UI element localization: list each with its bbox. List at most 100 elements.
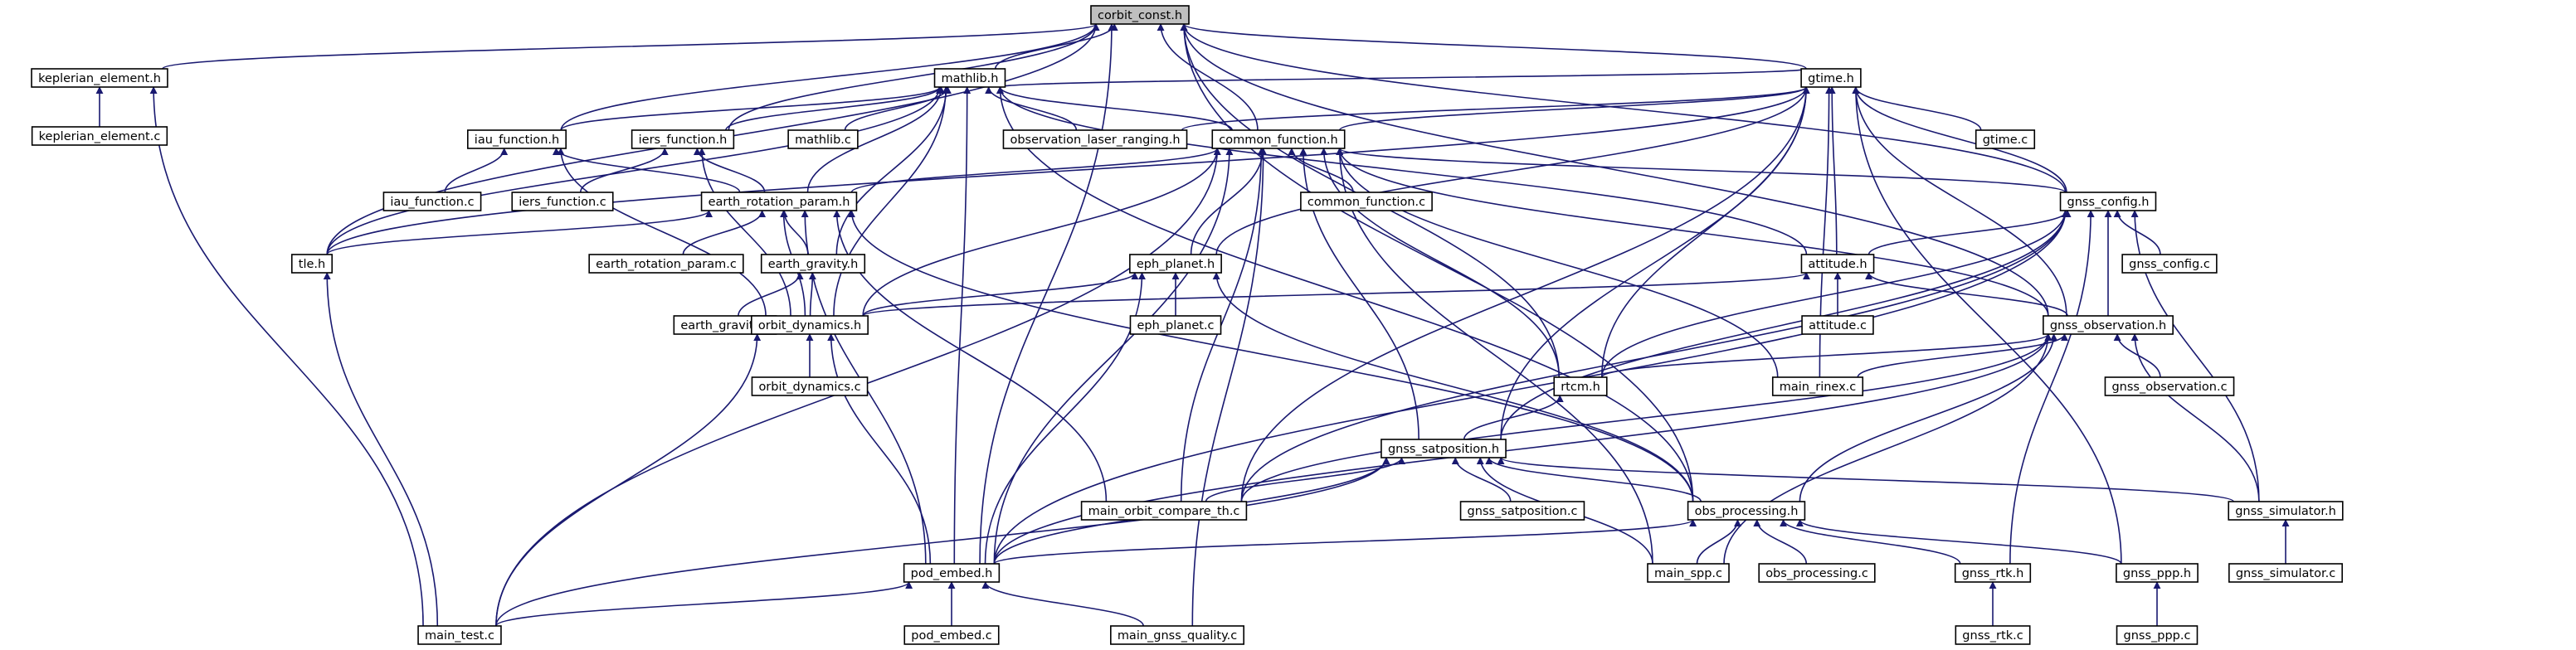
node-pod-embed-c[interactable]: pod_embed.c (903, 625, 1000, 645)
node-iers-function-c[interactable]: iers_function.c (511, 192, 614, 211)
edge-path (2130, 333, 2260, 502)
node-common-function-c[interactable]: common_function.c (1300, 192, 1433, 211)
node-gnss-observation-c[interactable]: gnss_observation.c (2104, 376, 2235, 396)
node-label: common_function.c (1307, 196, 1425, 209)
node-label: gnss_observation.h (2050, 319, 2166, 332)
node-iau-function-c[interactable]: iau_function.c (382, 192, 482, 211)
edge-earth-gravity-c-to-earth-gravity-h (738, 272, 804, 317)
node-mathlib-h[interactable]: mathlib.h (933, 68, 1006, 88)
node-keplerian-element-h[interactable]: keplerian_element.h (31, 68, 168, 88)
node-main-orbit-compare-th-c[interactable]: main_orbit_compare_th.c (1080, 501, 1248, 521)
node-label: corbit_const.h (1098, 9, 1182, 22)
node-box (1300, 192, 1433, 211)
node-box (751, 315, 869, 335)
edge-path (1320, 148, 1561, 378)
node-box (2228, 501, 2344, 521)
edge-path (1180, 23, 1807, 70)
node-label: main_orbit_compare_th.c (1088, 505, 1240, 518)
node-main-rinex-c[interactable]: main_rinex.c (1771, 376, 1864, 396)
node-main-spp-c[interactable]: main_spp.c (1647, 563, 1730, 583)
node-eph-planet-h[interactable]: eph_planet.h (1129, 254, 1222, 274)
node-obs-processing-c[interactable]: obs_processing.c (1758, 563, 1876, 583)
node-common-function-h[interactable]: common_function.h (1211, 129, 1346, 149)
edge-common-function-h-to-mathlib-h (996, 86, 1233, 131)
node-keplerian-element-c[interactable]: keplerian_element.c (31, 126, 168, 146)
node-gnss-simulator-c[interactable]: gnss_simulator.c (2228, 563, 2343, 583)
node-gnss-satposition-h[interactable]: gnss_satposition.h (1381, 439, 1507, 458)
edge-tle-h-to-gtime-h (326, 86, 1810, 255)
node-rtcm-h[interactable]: rtcm.h (1553, 376, 1608, 396)
edge-earth-rotation-param-c-to-earth-rotation-param-h (682, 210, 767, 255)
node-box (1954, 563, 2032, 583)
node-label: earth_rotation_param.c (596, 258, 737, 271)
edge-gtime-h-to-mathlib-h (996, 68, 1807, 88)
node-label: earth_rotation_param.h (709, 196, 850, 209)
node-box (1211, 129, 1346, 149)
edge-orbit-dynamics-h-to-common-function-h (862, 148, 1221, 317)
edge-iau-function-c-to-iau-function-h (444, 148, 509, 193)
edge-pod-embed-h-to-mathlib-h (953, 86, 971, 565)
node-gtime-h[interactable]: gtime.h (1800, 68, 1862, 88)
node-label: earth_gravity.c (680, 319, 769, 332)
node-gnss-satposition-c[interactable]: gnss_satposition.c (1459, 501, 1585, 521)
node-label: eph_planet.c (1137, 319, 1214, 332)
edge-path (1288, 148, 1354, 193)
edge-gnss-observation-h-to-attitude-h (1865, 272, 2068, 317)
edge-path (1205, 457, 1405, 502)
edge-path (862, 148, 1221, 317)
edge-obs-processing-h-to-earth-rotation-param-h (847, 210, 1694, 502)
node-gnss-observation-h[interactable]: gnss_observation.h (2043, 315, 2174, 335)
edge-main-rinex-c-to-common-function-h (1336, 148, 1779, 378)
edge-path (1191, 148, 1268, 627)
edge-pod-embed-h-to-corbit-const-h (979, 23, 1116, 565)
node-gtime-c[interactable]: gtime.c (1975, 129, 2036, 149)
edge-path (579, 148, 669, 193)
node-box (1129, 254, 1222, 274)
node-gnss-config-c[interactable]: gnss_config.c (2121, 254, 2218, 274)
edge-gnss-rtk-h-to-obs-processing-h (1780, 519, 1961, 565)
node-mathlib-c[interactable]: mathlib.c (787, 129, 859, 149)
node-label: main_gnss_quality.c (1118, 629, 1237, 643)
node-gnss-ppp-h[interactable]: gnss_ppp.h (2116, 563, 2199, 583)
node-label: main_rinex.c (1780, 381, 1857, 394)
edge-gtime-h-to-corbit-const-h (1180, 23, 1807, 70)
edge-path (495, 581, 913, 627)
node-earth-rotation-param-c[interactable]: earth_rotation_param.c (588, 254, 744, 274)
node-box (751, 376, 869, 396)
node-label: keplerian_element.c (39, 130, 161, 143)
node-box (511, 192, 614, 211)
edge-path (1338, 86, 1810, 131)
edge-path (682, 210, 767, 255)
edge-path (560, 23, 1100, 131)
node-orbit-dynamics-h[interactable]: orbit_dynamics.h (751, 315, 869, 335)
node-earth-gravity-h[interactable]: earth_gravity.h (760, 254, 866, 274)
edge-pod-embed-h-to-common-function-h (993, 148, 1234, 565)
node-gnss-rtk-c[interactable]: gnss_rtk.c (1955, 625, 2031, 645)
node-attitude-c[interactable]: attitude.c (1801, 315, 1874, 335)
edge-path (1240, 86, 1810, 502)
node-pod-embed-h[interactable]: pod_embed.h (903, 563, 1001, 583)
node-iers-function-h[interactable]: iers_function.h (631, 129, 735, 149)
node-gnss-ppp-c[interactable]: gnss_ppp.c (2116, 625, 2199, 645)
node-eph-planet-c[interactable]: eph_planet.c (1129, 315, 1222, 335)
edge-path (1723, 333, 2053, 565)
node-box (760, 254, 866, 274)
edge-path (1857, 333, 2068, 378)
node-iau-function-h[interactable]: iau_function.h (467, 129, 567, 149)
node-obs-processing-h[interactable]: obs_processing.h (1687, 501, 1806, 521)
node-gnss-rtk-h[interactable]: gnss_rtk.h (1954, 563, 2032, 583)
node-observation-laser-ranging-h[interactable]: observation_laser_ranging.h (1002, 129, 1188, 149)
node-box (2228, 563, 2343, 583)
node-main-gnss-quality-c[interactable]: main_gnss_quality.c (1110, 625, 1244, 645)
node-gnss-config-h[interactable]: gnss_config.h (2059, 192, 2157, 211)
node-orbit-dynamics-c[interactable]: orbit_dynamics.c (751, 376, 869, 396)
node-attitude-h[interactable]: attitude.h (1800, 254, 1875, 274)
edge-path (835, 86, 951, 255)
node-tle-h[interactable]: tle.h (290, 254, 334, 274)
node-earth-rotation-param-h[interactable]: earth_rotation_param.h (700, 192, 858, 211)
edge-orbit-dynamics-h-to-eph-planet-h (862, 272, 1139, 317)
node-gnss-simulator-h[interactable]: gnss_simulator.h (2228, 501, 2344, 521)
node-main-test-c[interactable]: main_test.c (417, 625, 502, 645)
edge-path (1600, 86, 1810, 378)
node-label: attitude.h (1808, 258, 1867, 271)
